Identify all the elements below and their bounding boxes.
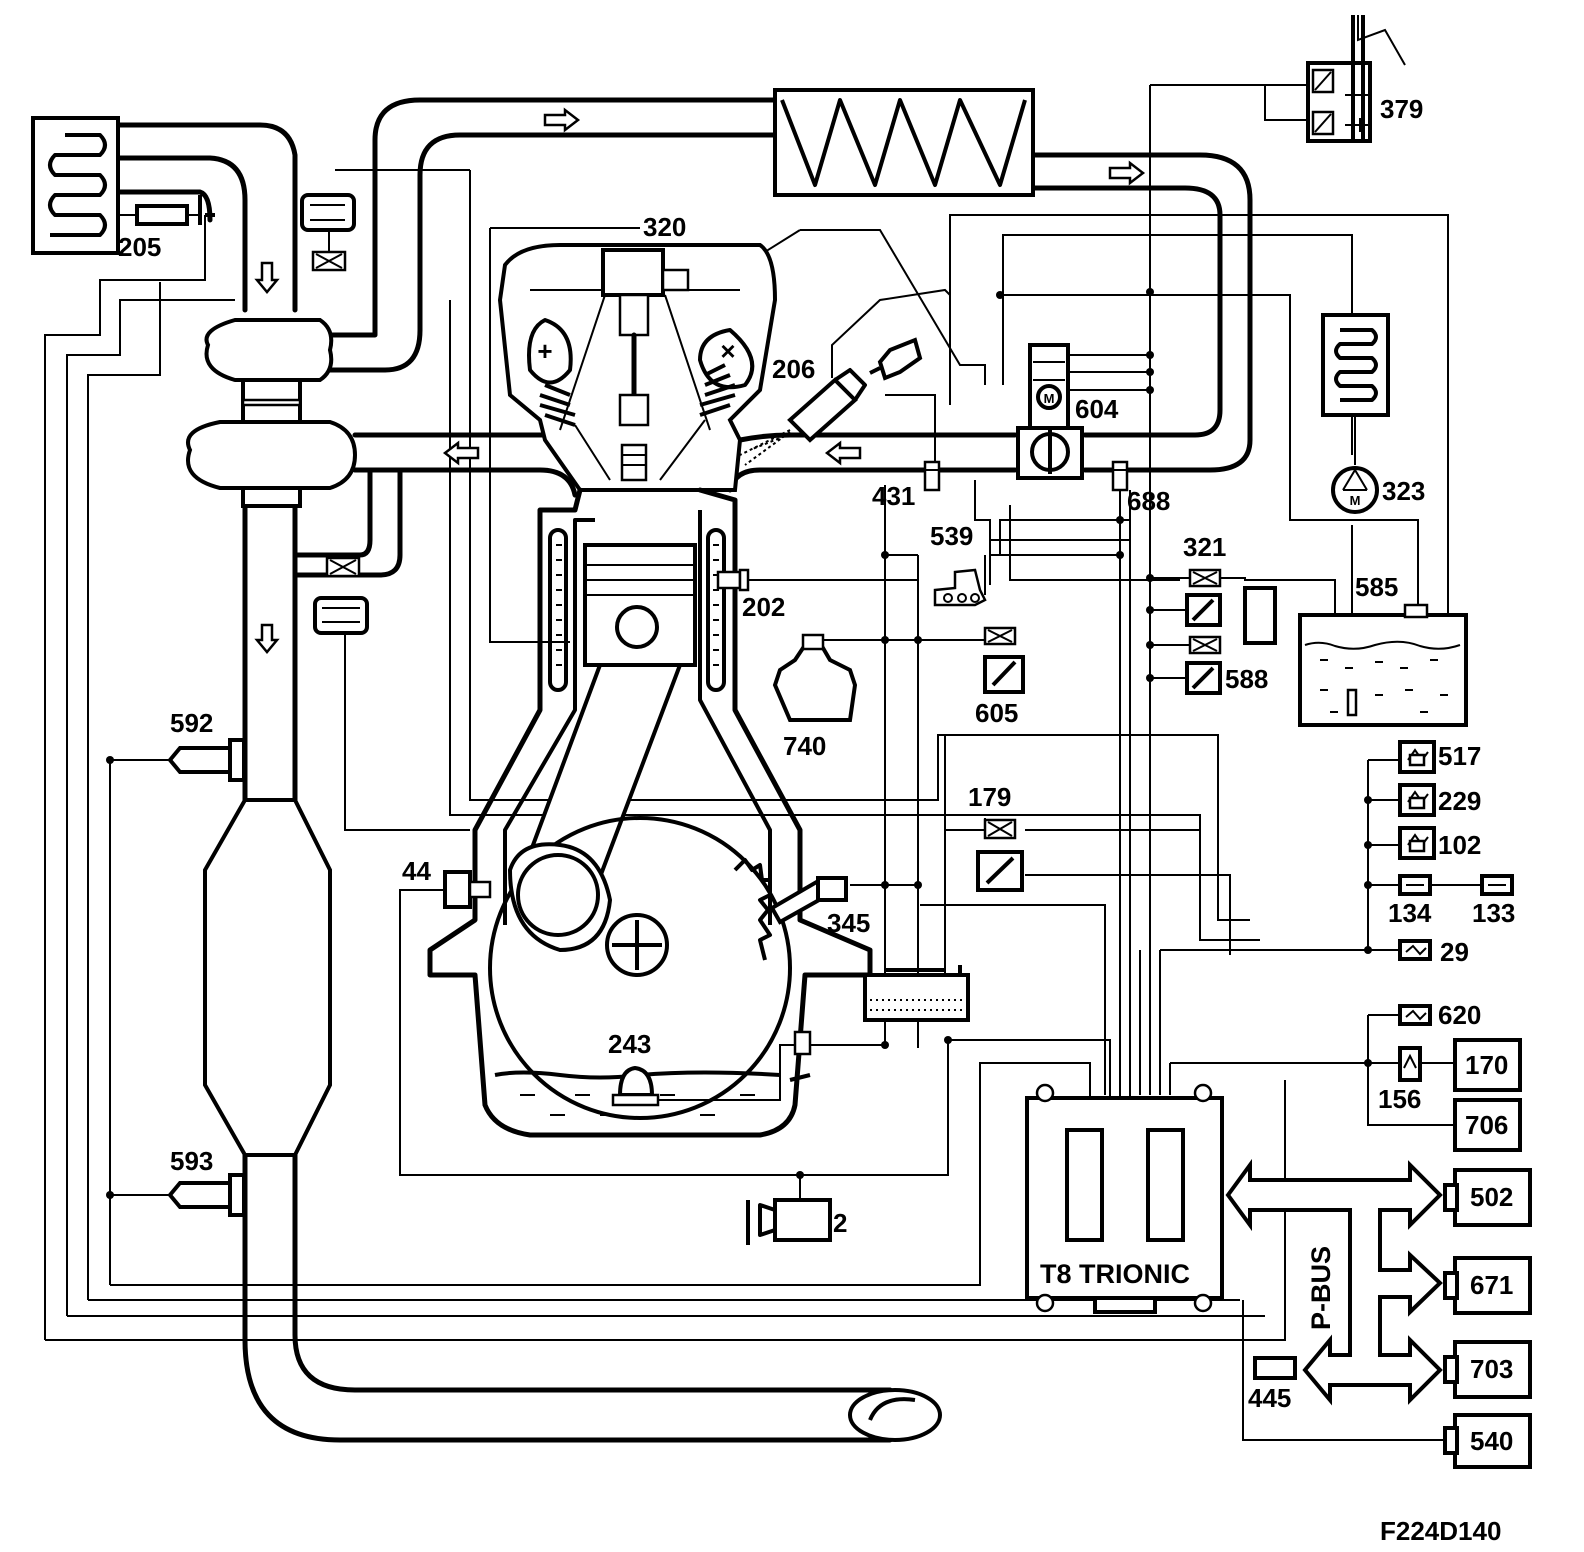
component-2 [746, 1198, 832, 1245]
svg-text:+: + [537, 336, 552, 366]
tailpipe-end [848, 1388, 942, 1442]
label-588: 588 [1225, 664, 1268, 694]
wastegate-valve [313, 556, 369, 635]
label-156: 156 [1378, 1084, 1421, 1114]
label-205: 205 [118, 232, 161, 262]
intercooler [773, 88, 1035, 197]
label-179: 179 [968, 782, 1011, 812]
module-boxes [1253, 1038, 1532, 1469]
component-labels: 205 320 379 206 604 323 431 688 539 321 … [118, 94, 1515, 1546]
relay-229 [1398, 783, 1436, 817]
label-593: 593 [170, 1146, 213, 1176]
sensor-345 [769, 876, 848, 925]
sensor-740 [772, 633, 858, 722]
valve-321 [1185, 568, 1277, 645]
svg-text:×: × [720, 336, 735, 366]
sensor-431 [923, 460, 941, 492]
relay-517 [1398, 740, 1436, 774]
pressure-sensor-539 [933, 568, 987, 607]
figure-id: F224D140 [1380, 1516, 1501, 1546]
label-321: 321 [1183, 532, 1226, 562]
fuse-29 [1398, 939, 1432, 961]
label-229: 229 [1438, 786, 1481, 816]
component-379 [1306, 15, 1372, 143]
fuse-133 [1480, 874, 1514, 896]
label-29: 29 [1440, 937, 1469, 967]
fuel-tank-585 [1298, 603, 1468, 727]
relay-156 [1398, 1046, 1422, 1082]
label-206: 206 [772, 354, 815, 384]
label-592: 592 [170, 708, 213, 738]
fuse-134 [1398, 874, 1432, 896]
label-170: 170 [1465, 1050, 1508, 1080]
label-703: 703 [1470, 1354, 1513, 1384]
label-585: 585 [1355, 572, 1398, 602]
fuel-pump-323: M [1331, 466, 1379, 514]
label-243: 243 [608, 1029, 651, 1059]
wire-junctions [106, 288, 1372, 1199]
turbocharger [186, 318, 358, 508]
oxygen-sensor-592 [167, 738, 246, 782]
svg-text:M: M [1044, 391, 1055, 406]
label-431: 431 [872, 481, 915, 511]
ecu-label: T8 TRIONIC [1040, 1259, 1190, 1289]
valve-588 [1185, 635, 1222, 695]
valve-605 [983, 626, 1025, 694]
p-bus [1225, 1158, 1443, 1406]
label-620: 620 [1438, 1000, 1481, 1030]
label-688: 688 [1127, 486, 1170, 516]
mass-air-flow-sensor-205 [118, 195, 215, 226]
svg-text:M: M [1350, 493, 1361, 508]
catalytic-converter [203, 798, 332, 1157]
flow-arrows [254, 107, 1146, 654]
label-133: 133 [1472, 898, 1515, 928]
label-379: 379 [1380, 94, 1423, 124]
label-323: 323 [1382, 476, 1425, 506]
label-134: 134 [1388, 898, 1432, 928]
fuel-injector-206 [739, 337, 923, 466]
label-671: 671 [1470, 1270, 1513, 1300]
label-44: 44 [402, 856, 431, 886]
label-502: 502 [1470, 1182, 1513, 1212]
label-345: 345 [827, 908, 870, 938]
coolant-sensor-202 [716, 568, 750, 592]
label-740: 740 [783, 731, 826, 761]
ecu-trionic [1025, 1083, 1224, 1314]
oxygen-sensor-593 [167, 1173, 246, 1217]
fuse-620 [1398, 1004, 1432, 1026]
air-filter [31, 116, 120, 255]
reservoir [863, 965, 970, 1022]
label-706: 706 [1465, 1110, 1508, 1140]
evap-canister [1321, 313, 1390, 465]
oil-sensor-243 [611, 1065, 660, 1107]
label-604: 604 [1075, 394, 1119, 424]
relay-102 [1398, 826, 1436, 860]
label-320: 320 [643, 212, 686, 242]
label-102: 102 [1438, 830, 1481, 860]
bypass-valve-upper [300, 193, 356, 272]
label-539: 539 [930, 521, 973, 551]
block-sensor [789, 1030, 812, 1082]
air-ducts [115, 97, 1253, 1443]
label-517: 517 [1438, 741, 1481, 771]
engine-block: + × [427, 243, 873, 1138]
label-445: 445 [1248, 1383, 1291, 1413]
label-540: 540 [1470, 1426, 1513, 1456]
valve-179 [976, 818, 1024, 892]
p-bus-label: P-BUS [1306, 1246, 1336, 1330]
label-2: 2 [833, 1208, 847, 1238]
label-202: 202 [742, 592, 785, 622]
sensor-688 [1111, 460, 1129, 492]
crank-sensor-44 [443, 870, 492, 909]
label-605: 605 [975, 698, 1018, 728]
throttle-body-604: M [1016, 343, 1084, 480]
wiring [44, 15, 1482, 1441]
